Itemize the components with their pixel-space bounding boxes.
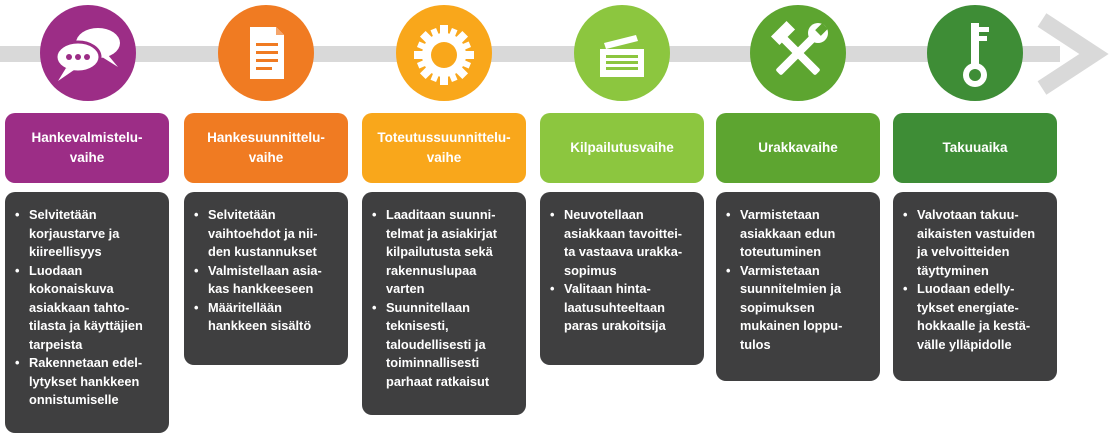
phase-header: Takuuaika [893,113,1057,183]
list-item: Suunnitellaan teknisesti, taloudellisest… [370,299,518,392]
list-item: Määritellään hankkeen sisältö [192,299,340,336]
phase-card: Varmistetaan asiakkaan edun toteutuminen… [716,192,880,381]
phase-header: Toteutussuunnittelu- vaihe [362,113,526,183]
list-item: Varmistetaan asiakkaan edun toteutuminen [724,206,872,262]
list-item: Rakennetaan edel- lytykset hankkeen onni… [13,354,161,410]
phase-card: Neuvotellaan asiakkaan tavoittei- ta vas… [540,192,704,365]
phase-card: Laaditaan suunni- telmat ja asiakirjat k… [362,192,526,415]
list-item: Selvitetään vaihtoehdot ja nii- den kust… [192,206,340,262]
list-item: Valitaan hinta- laatusuhteeltaan paras u… [548,280,696,336]
phase-header: Urakkavaihe [716,113,880,183]
tools-icon [750,5,846,101]
list-item: Valmistellaan asia- kas hankkeeseen [192,262,340,299]
phase-header: Hankesuunnittelu- vaihe [184,113,348,183]
list-item: Varmistetaan suunnitelmien ja sopimuksen… [724,262,872,355]
speech-bubbles-icon [40,5,136,101]
list-item: Luodaan kokonaiskuva asiakkaan tahto- ti… [13,262,161,355]
phase-header: Kilpailutusvaihe [540,113,704,183]
list-item: Valvotaan takuu- aikaisten vastuiden ja … [901,206,1049,280]
list-item: Laaditaan suunni- telmat ja asiakirjat k… [370,206,518,299]
phase-card: Selvitetään vaihtoehdot ja nii- den kust… [184,192,348,365]
documents-stack-icon [574,5,670,101]
gear-icon [396,5,492,101]
phase-card: Valvotaan takuu- aikaisten vastuiden ja … [893,192,1057,381]
phase-card: Selvitetään korjaustarve ja kiireellisyy… [5,192,169,433]
phase-header: Hankevalmistelu- vaihe [5,113,169,183]
document-icon [218,5,314,101]
list-item: Selvitetään korjaustarve ja kiireellisyy… [13,206,161,262]
list-item: Neuvotellaan asiakkaan tavoittei- ta vas… [548,206,696,280]
key-icon [927,5,1023,101]
list-item: Luodaan edelly- tykset energiate- hokkaa… [901,280,1049,354]
